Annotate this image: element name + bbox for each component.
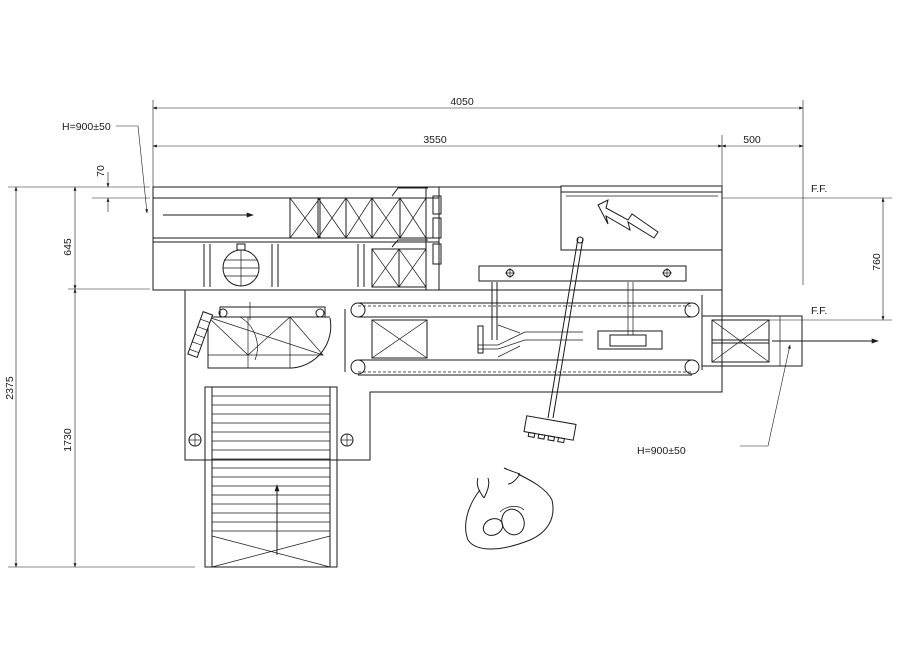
dim-760-label: 760: [871, 253, 883, 271]
height-note-left: H=900±50: [62, 121, 149, 214]
folding-unit: [187, 302, 332, 369]
outfeed-unit: [701, 315, 879, 367]
dim-4050-label: 4050: [450, 96, 474, 108]
dimension-right: 760 F.F. F.F.: [722, 183, 892, 321]
upper-infeed-conveyor: [152, 186, 561, 291]
top-feeder-unit: [560, 185, 723, 251]
crossed-box-row-upper: [289, 197, 427, 239]
roller-conveyor: [204, 386, 338, 568]
dim-3550-label: 3550: [423, 134, 447, 146]
ff-label-right: F.F.: [811, 305, 827, 317]
dim-70-label: 70: [95, 165, 107, 177]
gantry-beam: [478, 265, 687, 282]
robot-arm: [187, 311, 214, 359]
dim-2375-label: 2375: [4, 376, 16, 400]
dim-1730-label: 1730: [62, 428, 74, 452]
twin-belt-conveyor: [344, 282, 703, 376]
bolt-symbol: [597, 199, 659, 239]
main-machine-body: [184, 250, 723, 461]
dim-500-label: 500: [743, 134, 761, 146]
ff-label-top: F.F.: [811, 183, 827, 195]
operator-figure: [465, 467, 554, 550]
dim-645-label: 645: [62, 238, 74, 256]
control-pendant: [523, 236, 584, 444]
height-label-left: H=900±50: [62, 121, 111, 133]
dimension-overall-length: 4050: [152, 96, 804, 285]
height-note-right: H=900±50: [637, 344, 791, 457]
height-label-right: H=900±50: [637, 445, 686, 457]
dimension-main-length: 3550 500: [152, 134, 804, 190]
dimension-left-chain: 2375 645 1730 70: [4, 165, 195, 568]
